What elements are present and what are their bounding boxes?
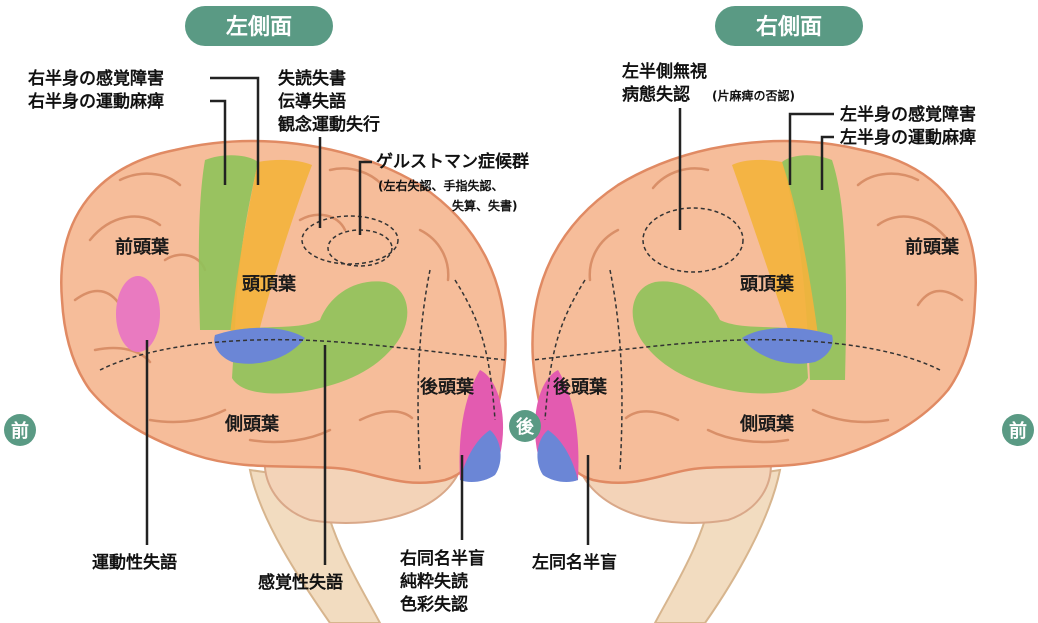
left-lobe-parietal: 頭頂葉 [242, 274, 297, 295]
center-back-badge: 後 [509, 410, 541, 442]
left-label-reading-3: 観念運動失行 [278, 114, 380, 135]
left-label-sensory-aphasia: 感覚性失語 [258, 572, 343, 593]
right-front-badge: 前 [1002, 414, 1034, 446]
svg-text:後: 後 [516, 416, 535, 438]
left-label-sensory: 右半身の感覚障害 [28, 68, 164, 89]
svg-text:前: 前 [1009, 420, 1027, 442]
right-lobe-occipital: 後頭葉 [553, 376, 608, 398]
right-title: 右側面 [756, 15, 822, 40]
right-label-neglect-3: (片麻痺の否認) [712, 88, 795, 103]
left-lobe-temporal: 側頭葉 [224, 413, 280, 435]
left-title: 左側面 [226, 14, 292, 40]
left-lobe-frontal: 前頭葉 [115, 236, 170, 258]
right-title-pill: 右側面 [715, 6, 863, 46]
left-label-gerstmann-2: (左右失認、手指失認、 [378, 178, 504, 193]
right-lobe-parietal: 頭頂葉 [740, 274, 795, 295]
right-label-motor: 左半身の運動麻痺 [840, 127, 976, 148]
right-label-hemianopia: 左同名半盲 [532, 552, 617, 573]
right-lobe-temporal: 側頭葉 [739, 413, 795, 435]
right-label-sensory: 左半身の感覚障害 [840, 104, 976, 125]
svg-text:前: 前 [11, 420, 29, 442]
right-lobe-frontal: 前頭葉 [905, 236, 960, 258]
left-label-gerstmann: ゲルストマン症候群 [376, 151, 529, 172]
left-title-pill: 左側面 [185, 6, 333, 46]
left-label-motor-aphasia: 運動性失語 [92, 552, 177, 573]
left-label-motor: 右半身の運動麻痺 [28, 91, 164, 112]
right-label-neglect-2: 病態失認 [622, 84, 690, 105]
left-label-hemianopia-3: 色彩失認 [400, 594, 468, 615]
left-lobe-occipital: 後頭葉 [420, 376, 475, 398]
left-label-hemianopia-2: 純粋失読 [400, 571, 468, 592]
left-label-hemianopia-1: 右同名半盲 [400, 548, 485, 569]
left-front-badge: 前 [4, 414, 36, 446]
right-label-neglect-1: 左半側無視 [622, 61, 707, 82]
left-label-reading-1: 失読失書 [278, 68, 346, 89]
left-label-reading-2: 伝導失語 [278, 91, 346, 112]
left-label-gerstmann-3: 失算、失書) [452, 198, 518, 213]
left-pink-broca [116, 276, 160, 352]
